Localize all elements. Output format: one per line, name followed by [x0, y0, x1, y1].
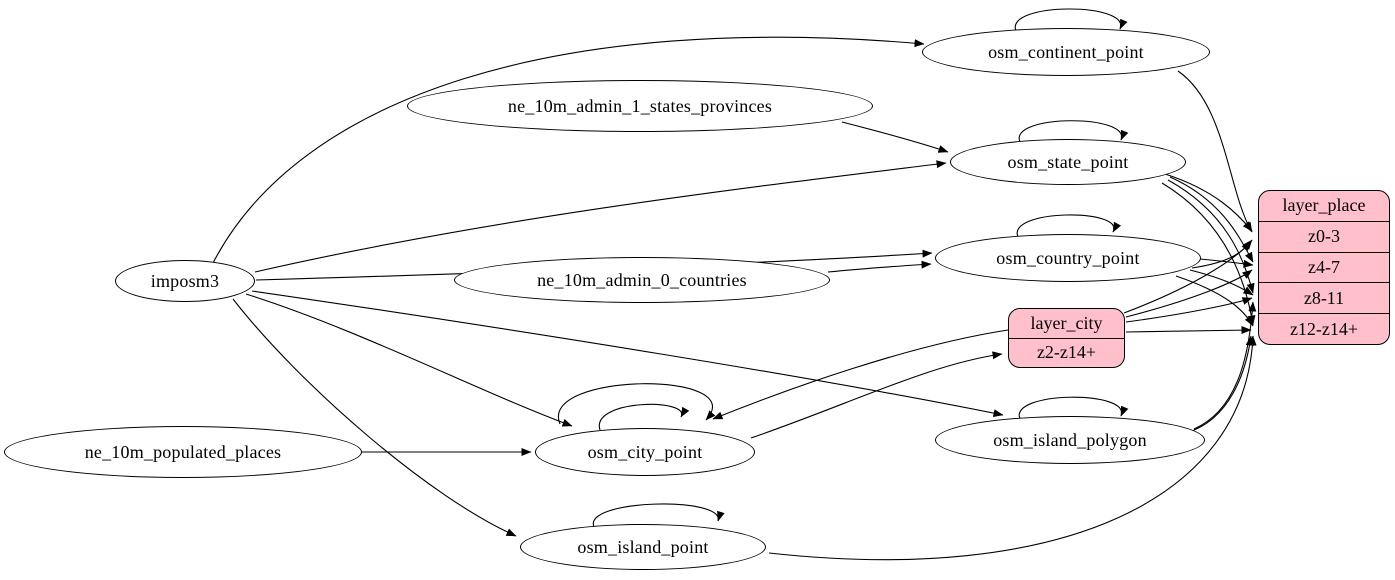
layer-city-row-z2-z14: z2-z14+ — [1009, 337, 1124, 368]
edge-imposm3-to-osm_island_point — [232, 298, 517, 537]
edge-osm_country_point-to-layer_place.z8-11 — [1189, 269, 1254, 296]
edge-osm_island_point-to-osm_island_point — [593, 503, 725, 528]
edge-osm_state_point-to-osm_state_point — [1018, 120, 1129, 143]
edge-osm_continent_point-to-layer_place.z0-3 — [1177, 70, 1253, 233]
edge-osm_city_point-to-osm_city_point — [557, 383, 716, 425]
node-osm-country-point: osm_country_point — [935, 234, 1201, 282]
node-ne-10m-populated-places: ne_10m_populated_places — [4, 426, 362, 478]
edge-layer_city-to-layer_place.z8-11 — [1125, 297, 1253, 323]
edge-osm_country_point-to-osm_country_point — [1016, 214, 1122, 238]
node-osm-state-point: osm_state_point — [950, 139, 1186, 185]
edge-osm_continent_point-to-osm_continent_point — [1014, 8, 1128, 32]
edge-osm_country_point-to-layer_place.z12-z14+ — [1175, 275, 1254, 327]
node-osm-continent-point: osm_continent_point — [922, 28, 1210, 76]
node-osm-city-point: osm_city_point — [535, 428, 755, 476]
record-layer-place: layer_place z0-3 z4-7 z8-11 z12-z14+ — [1258, 190, 1390, 345]
edge-osm_state_point-to-layer_place.z8-11 — [1167, 179, 1255, 294]
edge-imposm3-to-osm_continent_point — [212, 36, 925, 264]
node-ne-10m-admin-0-countries: ne_10m_admin_0_countries — [454, 257, 830, 303]
edge-layer_city-to-layer_place.z0-3 — [1123, 241, 1252, 314]
edge-osm_island_polygon-to-layer_place.z8-11 — [1193, 301, 1257, 430]
layer-place-row-z12-z14: z12-z14+ — [1259, 313, 1389, 344]
edge-layer_city-to-layer_place.z4-7 — [1125, 269, 1253, 318]
layer-place-row-z8-11: z8-11 — [1259, 282, 1389, 313]
edge-imposm3-to-osm_city_point — [245, 293, 573, 427]
edge-osm_island_polygon-to-layer_place.z12-z14+ — [1185, 335, 1254, 434]
node-ne-10m-admin-1-states-provinces: ne_10m_admin_1_states_provinces — [407, 80, 873, 132]
edge-osm_country_point-to-layer_place.z4-7 — [1199, 258, 1254, 268]
edge-layer_city-to-osm_city_point — [712, 329, 1009, 420]
record-layer-city: layer_city z2-z14+ — [1008, 308, 1125, 368]
edge-osm_city_point-to-layer_city.z2-z14+ — [750, 351, 1003, 439]
edge-ne_10m_admin_1_states_provinces-to-osm_state_point — [841, 121, 949, 153]
edge-imposm3-to-osm_state_point — [254, 160, 947, 273]
layer-place-title: layer_place — [1282, 195, 1366, 216]
node-imposm3: imposm3 — [115, 260, 255, 302]
edge-osm_state_point-to-layer_place.z0-3 — [1164, 173, 1253, 232]
layer-city-title: layer_city — [1030, 312, 1103, 333]
edge-layer_city-to-layer_place.z12-z14+ — [1125, 326, 1252, 335]
layer-place-row-z4-7: z4-7 — [1259, 251, 1389, 283]
node-osm-island-point: osm_island_point — [520, 524, 766, 570]
edge-osm_state_point-to-layer_place.z4-7 — [1169, 176, 1254, 263]
edge-osm_island_point-to-layer_place.z12-z14+ — [768, 335, 1257, 561]
edge-ne_10m_admin_0_countries-to-osm_country_point — [827, 260, 932, 273]
layer-place-row-z0-3: z0-3 — [1259, 220, 1389, 252]
edge-osm_island_polygon-to-osm_island_polygon — [1018, 396, 1129, 420]
edge-imposm3-to-osm_island_polygon — [251, 290, 1004, 418]
edge-osm_city_point-to-osm_city_point — [599, 403, 690, 431]
node-osm-island-polygon: osm_island_polygon — [935, 416, 1205, 464]
